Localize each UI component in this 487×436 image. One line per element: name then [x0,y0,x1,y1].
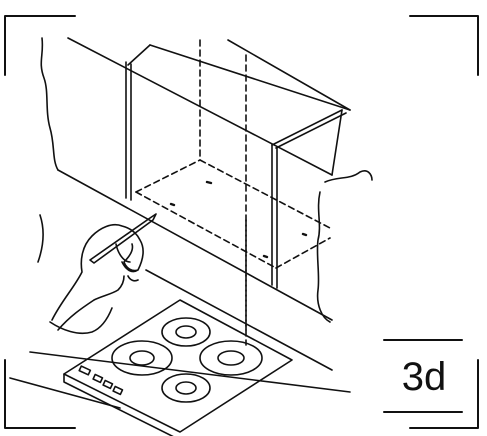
drill-mark-3 [301,232,308,237]
corner-frame-marks [4,15,479,429]
wall-left-edge [40,37,59,171]
corner-mark-bottom-left [4,359,76,429]
drilling-marks [169,180,308,259]
sleeve-outline [49,307,113,335]
hob-plate-right [199,340,263,376]
cabinet-right-side [331,109,343,176]
hob-control-knobs [78,365,124,396]
hob-front-edge [63,373,174,436]
hood-base-left-dashed [135,159,201,193]
hood-chimney-outline [135,39,331,346]
cabinet-left-top-back [149,44,351,111]
cabinet-right-top-face-2 [275,112,347,149]
cabinet-right-top-edge [227,39,351,111]
corner-mark-top-left [4,15,76,76]
hood-right-dashed [275,237,331,269]
wall-outline [9,37,373,409]
drill-mark-2 [169,202,176,207]
counter-lower-edge [9,377,121,409]
hob-plate-left [111,340,173,376]
hood-base-right-dashed [199,159,331,229]
drill-mark-1 [205,180,213,185]
cabinet-left-top-inner [127,44,151,66]
step-label: 3d [401,355,447,399]
counter-front-edge [29,351,351,393]
hand-outline [51,223,144,331]
cabinet-right-top-face [271,109,343,146]
wall-cabinet-left [67,37,351,201]
hob-plate-back [161,317,211,347]
wall-break-line [37,214,44,263]
corner-mark-bottom-right [409,359,479,429]
hand-with-pencil [49,213,157,335]
wall-right-edge [324,170,373,183]
hob-plate-front [161,373,211,403]
hood-front-dashed [135,191,277,269]
pencil-icon [89,213,157,264]
corner-mark-top-right [409,15,479,76]
electric-hob-four-plates [63,299,293,436]
cabinet-left-top-edge [67,37,333,176]
drill-mark-4 [262,254,269,259]
wall-floor-line [57,169,333,321]
step-label-frame [383,339,463,413]
counter-back-edge [145,269,333,371]
wall-right-break [316,191,331,323]
wall-cabinet-right [227,39,351,289]
hob-outline [63,299,293,433]
